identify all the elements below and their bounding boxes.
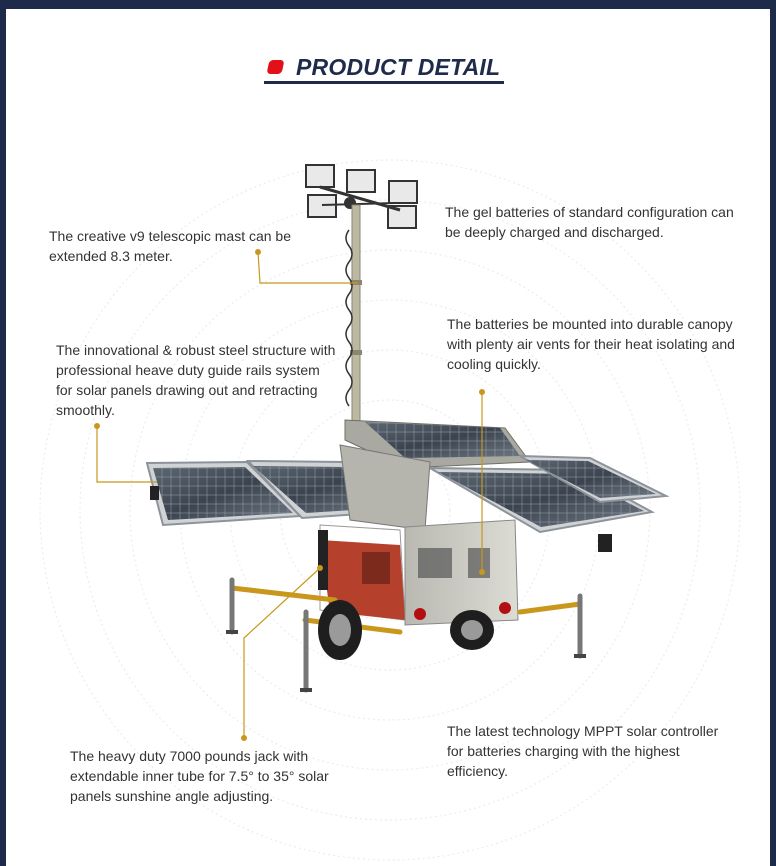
right-border bbox=[770, 9, 776, 866]
page-title: PRODUCT DETAIL bbox=[296, 54, 501, 80]
callout-steel-structure: The innovational & robust steel structur… bbox=[56, 342, 336, 418]
callout-mast: The creative v9 telescopic mast can be e… bbox=[49, 228, 292, 264]
callout-jack: The heavy duty 7000 pounds jack with ext… bbox=[70, 748, 329, 804]
trailer-wheels bbox=[318, 600, 494, 660]
callout-gel-batteries: The gel batteries of standard configurat… bbox=[445, 204, 734, 240]
left-border bbox=[0, 9, 6, 866]
callout-mppt: The latest technology MPPT solar control… bbox=[447, 723, 719, 779]
callout-canopy: The batteries be mounted into durable ca… bbox=[447, 316, 735, 372]
top-border bbox=[0, 0, 776, 9]
lamp-heads bbox=[305, 164, 418, 229]
section-header: PRODUCT DETAIL bbox=[264, 52, 504, 86]
trailer-body bbox=[318, 519, 519, 626]
right-solar-panels bbox=[426, 455, 670, 552]
header-underline bbox=[264, 81, 504, 84]
